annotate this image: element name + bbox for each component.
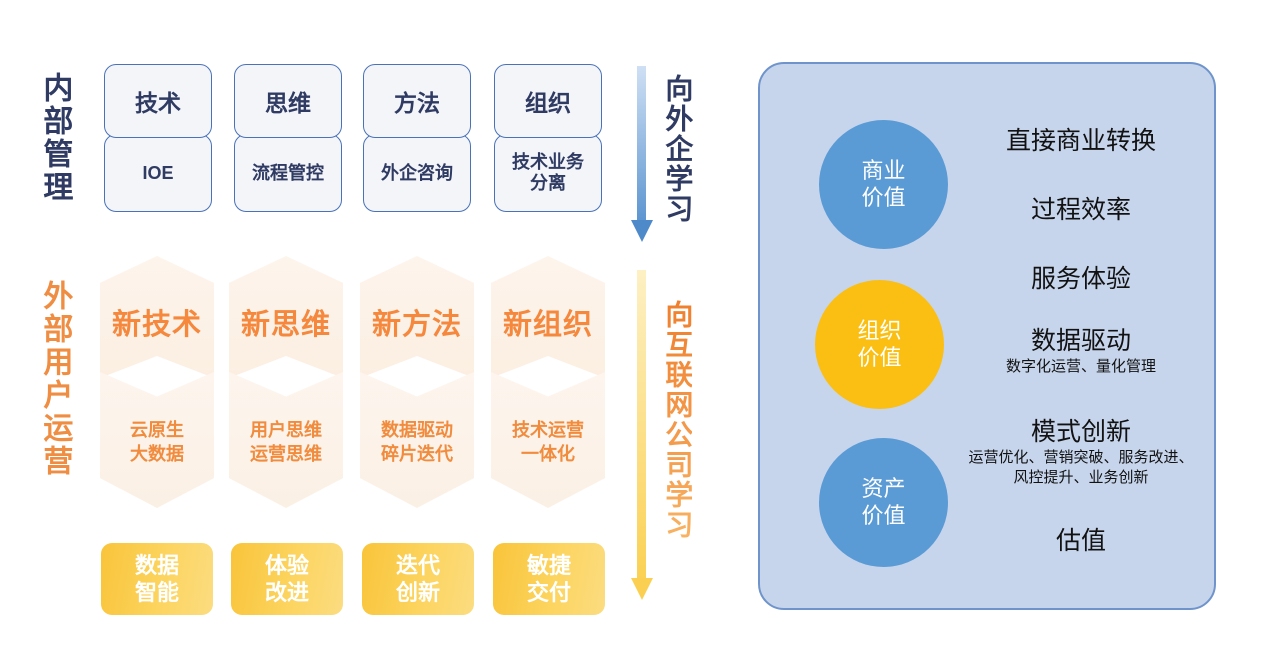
value-item-main: 直接商业转换 <box>1005 127 1156 155</box>
top-card-head: 技术 <box>104 64 212 138</box>
value-item-main: 数据驱动 <box>1030 327 1131 355</box>
value-item-process-efficiency: 过程效率 <box>950 195 1212 225</box>
hexagon-top: 新方法 <box>360 256 474 378</box>
value-panel: 商业价值 组织价值 资产价值 直接商业转换 过程效率 服务体验 数据驱动 数字化… <box>758 62 1216 610</box>
hexagon-new-method[interactable]: 新方法 数据驱动碎片迭代 <box>360 256 474 508</box>
blue-arrow-label: 向外企学习 <box>662 74 694 224</box>
top-card-body: 流程管控 <box>234 134 342 212</box>
top-card-head: 方法 <box>363 64 471 138</box>
value-item-main: 模式创新 <box>1030 418 1131 446</box>
pill-data-intelligence[interactable]: 数据智能 <box>101 543 213 615</box>
label-internal-management: 内部管理 <box>38 72 72 204</box>
hexagon-title: 新组织 <box>502 309 593 341</box>
hexagon-detail: 云原生大数据 <box>130 419 184 464</box>
circle-business-value[interactable]: 商业价值 <box>819 120 948 249</box>
value-item-data-driven: 数据驱动 数字化运营、量化管理 <box>950 326 1212 377</box>
top-card-thinking[interactable]: 思维 流程管控 <box>234 64 342 212</box>
circle-organization-value[interactable]: 组织价值 <box>815 280 944 409</box>
hexagon-title: 新方法 <box>371 309 462 341</box>
value-item-sub: 数字化运营、量化管理 <box>1005 358 1156 375</box>
hexagon-top: 新思维 <box>229 256 343 378</box>
hexagon-top: 新组织 <box>491 256 605 378</box>
top-card-method[interactable]: 方法 外企咨询 <box>363 64 471 212</box>
label-external-user-operations: 外部用户运营 <box>38 280 72 478</box>
hexagon-bottom: 数据驱动碎片迭代 <box>360 372 474 508</box>
circle-asset-value[interactable]: 资产价值 <box>819 438 948 567</box>
yellow-arrow-label: 向互联网公司学习 <box>662 300 694 540</box>
top-card-body: IOE <box>104 134 212 212</box>
value-item-direct-business-conversion: 直接商业转换 <box>950 126 1212 156</box>
top-card-body: 技术业务分离 <box>494 134 602 212</box>
value-item-valuation: 估值 <box>950 526 1212 556</box>
hexagon-new-organization[interactable]: 新组织 技术运营一体化 <box>491 256 605 508</box>
hexagon-title: 新技术 <box>111 309 202 341</box>
blue-arrow-shaft-icon <box>637 66 646 222</box>
value-item-main: 服务体验 <box>1030 265 1131 293</box>
hexagon-bottom: 云原生大数据 <box>100 372 214 508</box>
hexagon-new-technology[interactable]: 新技术 云原生大数据 <box>100 256 214 508</box>
value-item-service-experience: 服务体验 <box>950 264 1212 294</box>
pill-iterative-innovation[interactable]: 迭代创新 <box>362 543 474 615</box>
value-item-main: 过程效率 <box>1030 196 1131 224</box>
value-item-main: 估值 <box>1055 527 1106 555</box>
yellow-arrow-shaft-icon <box>637 270 646 580</box>
hexagon-top: 新技术 <box>100 256 214 378</box>
hexagon-detail: 数据驱动碎片迭代 <box>381 419 453 464</box>
yellow-arrow-head-icon <box>631 578 653 600</box>
hexagon-detail: 技术运营一体化 <box>512 419 584 464</box>
hexagon-title: 新思维 <box>240 309 331 341</box>
value-item-sub: 运营优化、营销突破、服务改进、风控提升、业务创新 <box>968 449 1194 486</box>
top-card-organization[interactable]: 组织 技术业务分离 <box>494 64 602 212</box>
hexagon-detail: 用户思维运营思维 <box>250 419 322 464</box>
blue-arrow-head-icon <box>631 220 653 242</box>
top-card-technology[interactable]: 技术 IOE <box>104 64 212 212</box>
pill-agile-delivery[interactable]: 敏捷交付 <box>493 543 605 615</box>
top-card-body: 外企咨询 <box>363 134 471 212</box>
hexagon-new-thinking[interactable]: 新思维 用户思维运营思维 <box>229 256 343 508</box>
top-card-head: 组织 <box>494 64 602 138</box>
value-item-model-innovation: 模式创新 运营优化、营销突破、服务改进、风控提升、业务创新 <box>950 417 1212 487</box>
pill-experience-improvement[interactable]: 体验改进 <box>231 543 343 615</box>
hexagon-bottom: 用户思维运营思维 <box>229 372 343 508</box>
top-card-head: 思维 <box>234 64 342 138</box>
hexagon-bottom: 技术运营一体化 <box>491 372 605 508</box>
